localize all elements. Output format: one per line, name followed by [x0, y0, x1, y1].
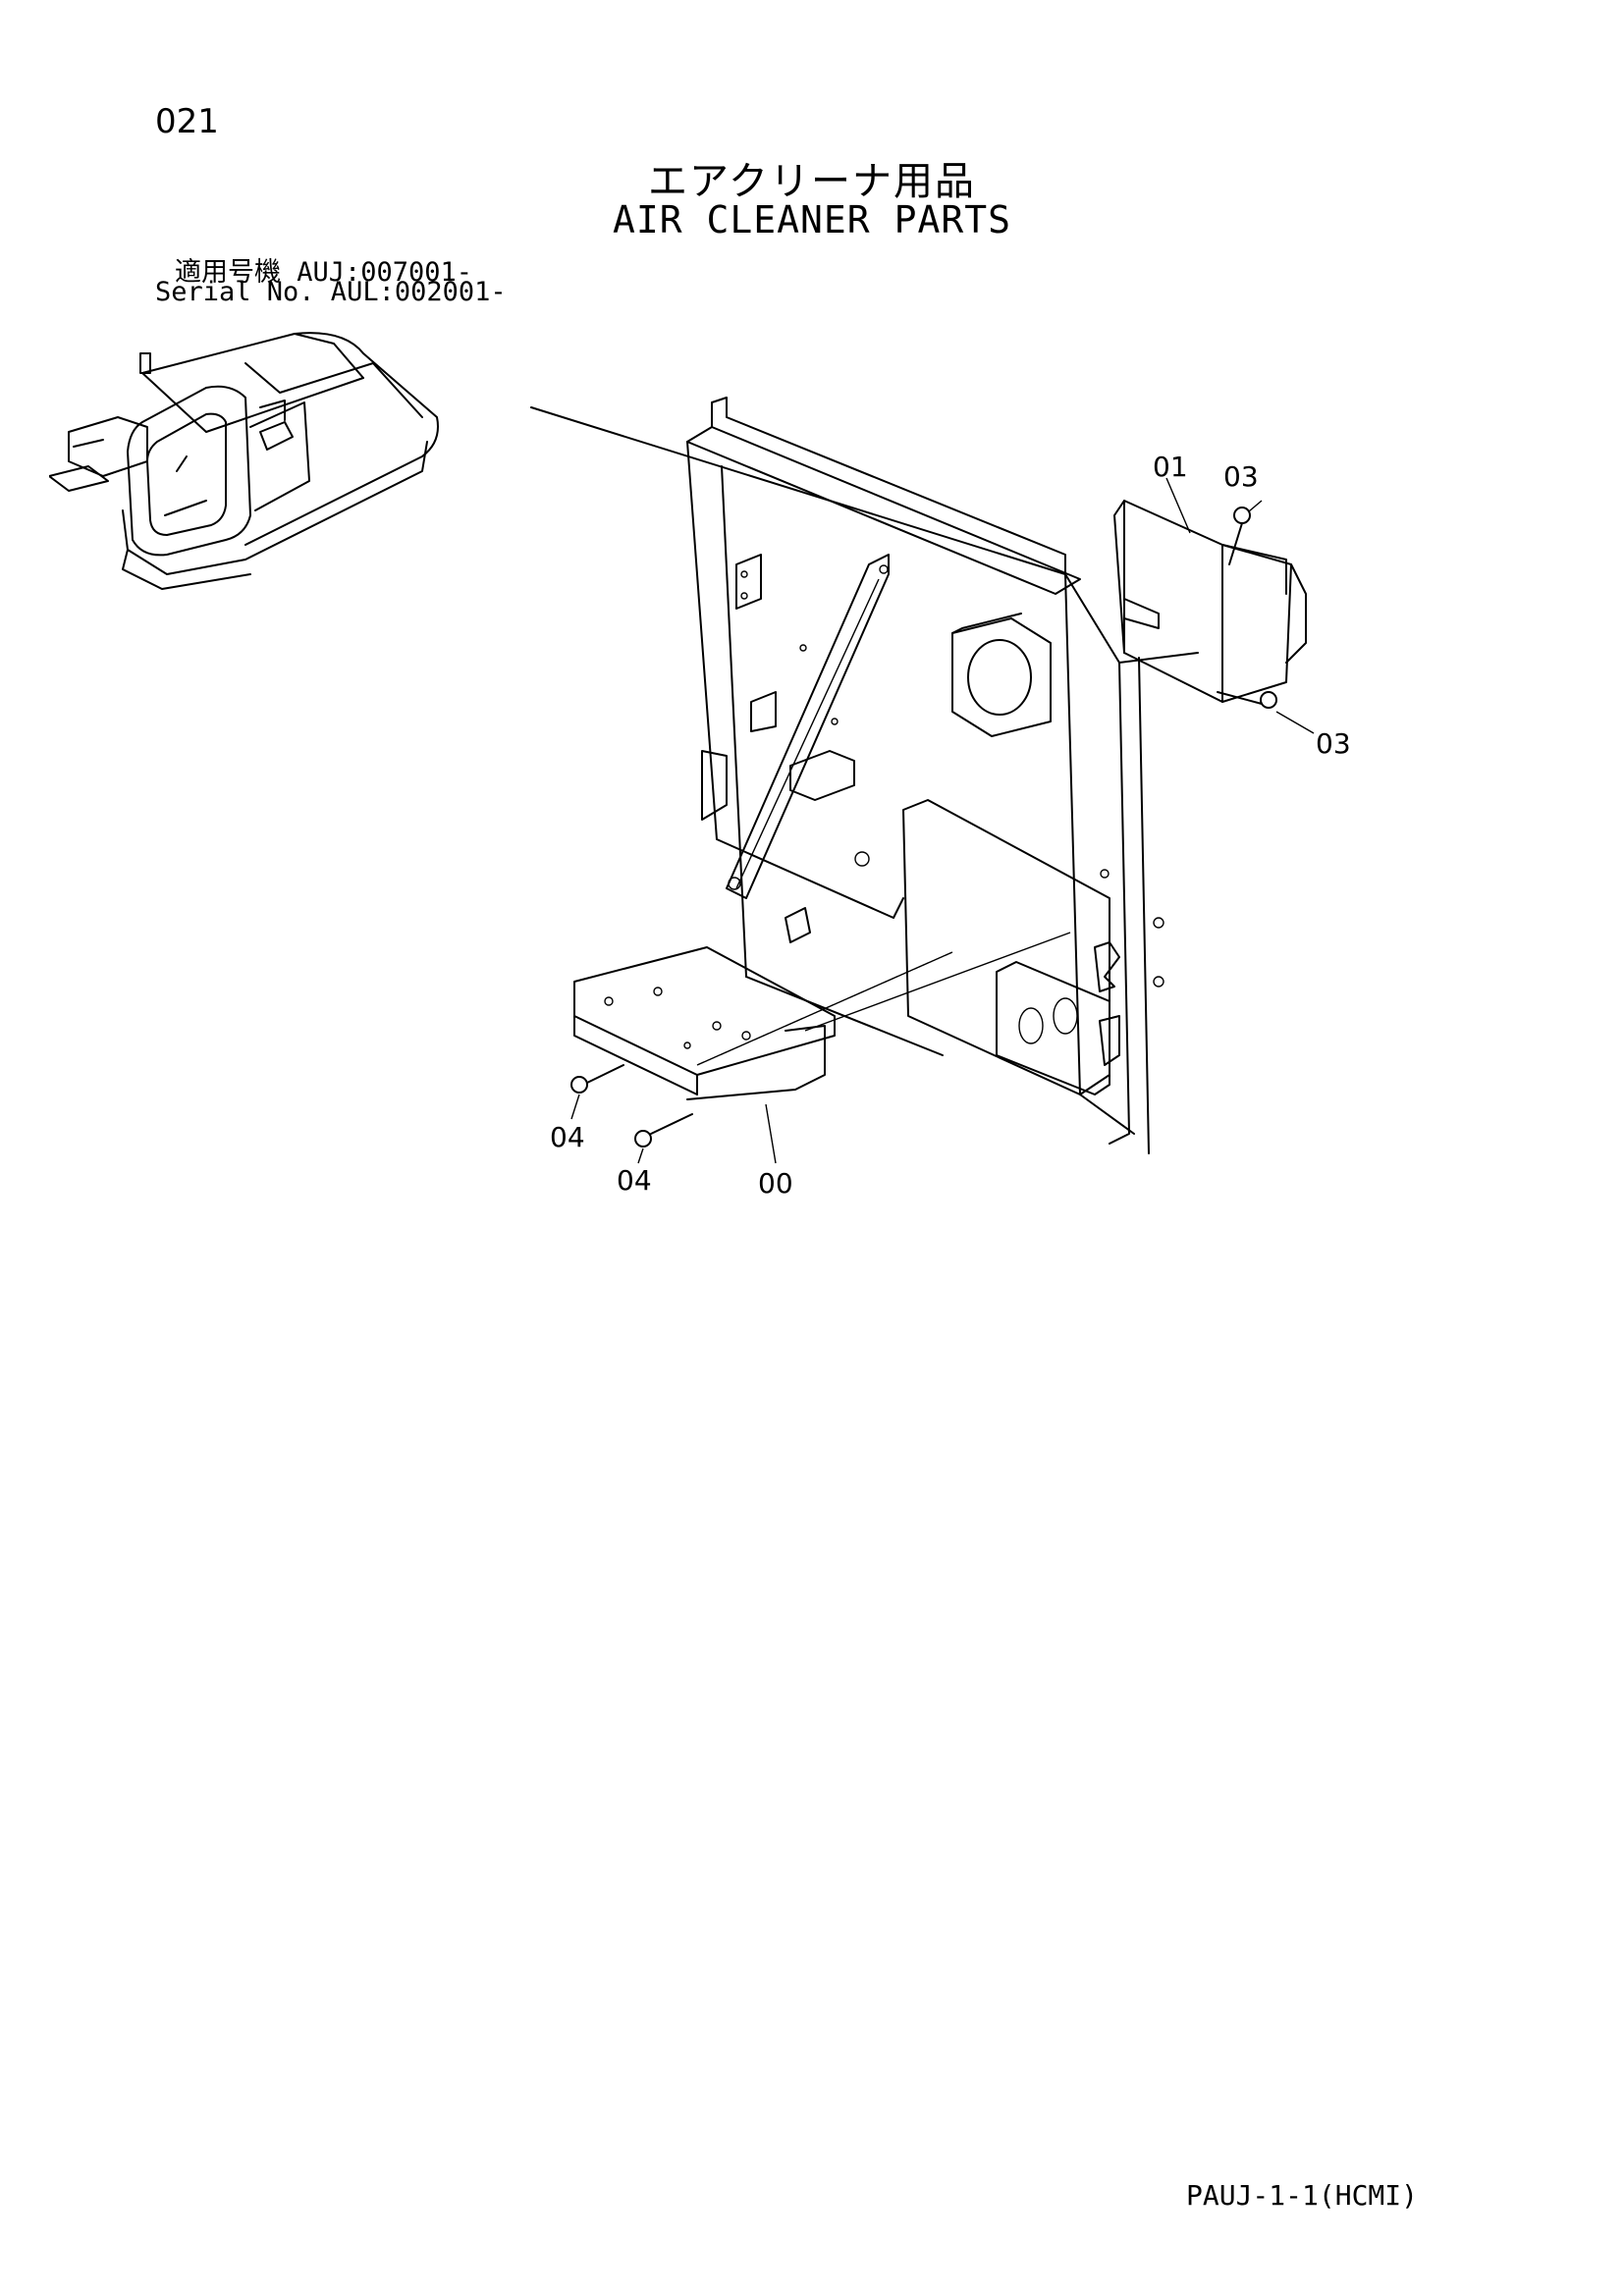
applicable-serial-line: 適用号機 AUJ:007001- [175, 257, 473, 288]
callout-label: 04 [550, 1121, 585, 1153]
page-title-japanese: エアクリーナ用品 [648, 159, 976, 204]
document-code: PAUJ-1-1(HCMI) [1186, 2179, 1419, 2212]
callout-label: 01 [1153, 451, 1188, 483]
page-title-english: AIR CLEANER PARTS [613, 198, 1011, 241]
excavator-location-illustration [49, 332, 439, 590]
air-cleaner-parts-diagram: 01 03 03 04 04 00 [530, 397, 1351, 1200]
callout-label: 00 [758, 1167, 793, 1200]
plate-fold-line [721, 465, 747, 978]
callout-label: 04 [617, 1164, 652, 1197]
callout-label: 03 [1316, 727, 1351, 760]
callout-label: 03 [1223, 460, 1259, 493]
page-number: 021 [155, 102, 219, 141]
serial-number-line: Serial No. AUL:002001- [155, 277, 507, 307]
